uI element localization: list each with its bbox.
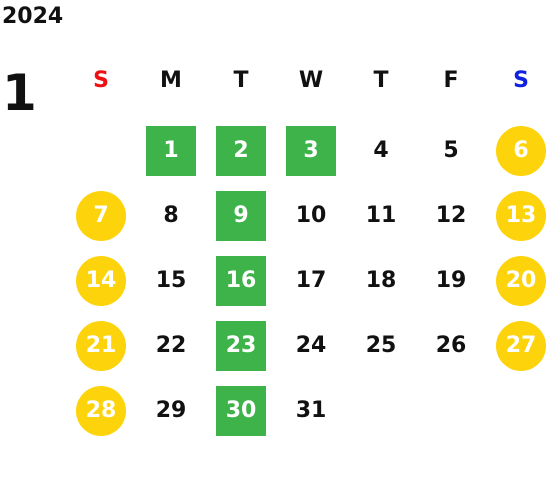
highlighted-day-number: 9: [216, 190, 266, 241]
day-cell[interactable]: 20: [486, 248, 548, 313]
day-number: 24: [295, 332, 327, 358]
day-cell[interactable]: 31: [276, 378, 346, 443]
day-cell[interactable]: 6: [486, 118, 548, 183]
day-cell[interactable]: 24: [276, 313, 346, 378]
day-cell[interactable]: 16: [206, 248, 276, 313]
weekday-label: S: [93, 68, 109, 93]
weekday-label: W: [298, 68, 324, 93]
day-cell[interactable]: 26: [416, 313, 486, 378]
holiday-day-number: 27: [496, 320, 546, 371]
day-number: 15: [155, 267, 187, 293]
highlighted-day-number: 16: [216, 255, 266, 306]
day-number: 8: [163, 202, 179, 228]
day-cell[interactable]: 1: [136, 118, 206, 183]
day-cell[interactable]: 8: [136, 183, 206, 248]
day-cell[interactable]: 22: [136, 313, 206, 378]
day-cell[interactable]: 2: [206, 118, 276, 183]
day-cell[interactable]: 4: [346, 118, 416, 183]
day-cell[interactable]: 15: [136, 248, 206, 313]
day-cell[interactable]: 11: [346, 183, 416, 248]
highlighted-day-number: 23: [216, 320, 266, 371]
day-cell[interactable]: 17: [276, 248, 346, 313]
holiday-day-number: 7: [76, 190, 126, 241]
weekday-label: M: [160, 68, 182, 93]
day-number: 26: [435, 332, 467, 358]
holiday-day-number: 28: [76, 385, 126, 436]
holiday-day-number: 14: [76, 255, 126, 306]
month-label: 1: [2, 64, 37, 122]
day-number: 10: [295, 202, 327, 228]
day-number: 19: [435, 267, 467, 293]
weekday-label: S: [513, 68, 529, 93]
day-cell[interactable]: 25: [346, 313, 416, 378]
day-cell[interactable]: 23: [206, 313, 276, 378]
day-number: 5: [443, 137, 459, 163]
day-cell[interactable]: 19: [416, 248, 486, 313]
day-cell[interactable]: 10: [276, 183, 346, 248]
day-cell[interactable]: 13: [486, 183, 548, 248]
day-cell[interactable]: 14: [66, 248, 136, 313]
day-cell[interactable]: 12: [416, 183, 486, 248]
weekday-label: F: [443, 68, 459, 93]
day-number: 22: [155, 332, 187, 358]
holiday-day-number: 13: [496, 190, 546, 241]
day-cell[interactable]: 21: [66, 313, 136, 378]
day-cell[interactable]: 18: [346, 248, 416, 313]
day-number: 29: [155, 397, 187, 423]
day-cell[interactable]: 27: [486, 313, 548, 378]
year-label: 2024: [2, 4, 64, 29]
day-number: 12: [435, 202, 467, 228]
empty-cell: [66, 118, 136, 183]
day-cell[interactable]: 7: [66, 183, 136, 248]
holiday-day-number: 21: [76, 320, 126, 371]
day-number: 11: [365, 202, 397, 228]
day-cell[interactable]: 30: [206, 378, 276, 443]
holiday-day-number: 6: [496, 125, 546, 176]
highlighted-day-number: 30: [216, 385, 266, 436]
day-cell[interactable]: 28: [66, 378, 136, 443]
day-number: 17: [295, 267, 327, 293]
day-cell[interactable]: 9: [206, 183, 276, 248]
day-number: 18: [365, 267, 397, 293]
day-number: 4: [373, 137, 389, 163]
highlighted-day-number: 3: [286, 125, 336, 176]
weekday-label: T: [373, 68, 389, 93]
day-number: 31: [295, 397, 327, 423]
weekday-label: T: [233, 68, 249, 93]
day-cell[interactable]: 5: [416, 118, 486, 183]
highlighted-day-number: 1: [146, 125, 196, 176]
day-cell[interactable]: 3: [276, 118, 346, 183]
holiday-day-number: 20: [496, 255, 546, 306]
day-cell[interactable]: 29: [136, 378, 206, 443]
day-number: 25: [365, 332, 397, 358]
highlighted-day-number: 2: [216, 125, 266, 176]
